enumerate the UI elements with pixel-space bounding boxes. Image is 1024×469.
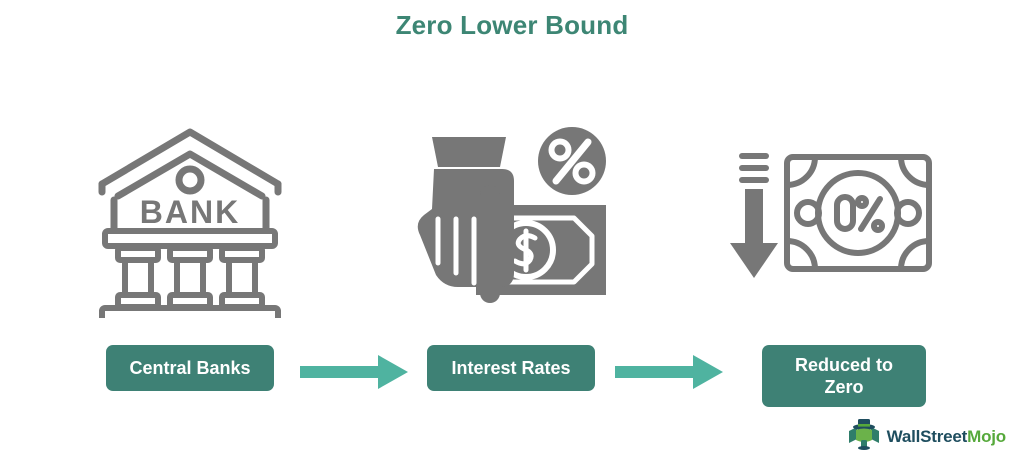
- logo-text-mojo: Mojo: [967, 426, 1006, 446]
- percent-badge-icon: [538, 126, 606, 195]
- step-label-reduced-to-zero: Reduced to Zero: [762, 345, 926, 407]
- flow-connector-arrow-1: [300, 355, 410, 389]
- bank-building-icon: BANK: [75, 110, 305, 325]
- zero-percent-note-icon: [784, 153, 932, 272]
- down-arrow-with-zero-percent-banknote-icon: [715, 110, 945, 325]
- logo-text: WallStreetMojo: [886, 426, 1007, 447]
- svg-text:BANK: BANK: [140, 194, 240, 230]
- flow-step-central-banks: BANK: [75, 110, 305, 340]
- page-title: Zero Lower Bound: [395, 10, 629, 40]
- diagram-flow: BANK: [0, 110, 1024, 389]
- mojo-mascot-icon: [847, 418, 881, 455]
- step-label-interest-rates: Interest Rates: [427, 345, 595, 391]
- zero-percent-text-icon: [834, 193, 885, 233]
- flow-step-reduced-to-zero: [715, 110, 945, 340]
- arrow-down-icon: [730, 188, 778, 278]
- flow-step-interest-rates: [397, 110, 627, 340]
- flow-connector-arrow-2: [615, 355, 725, 389]
- hand-holding-money-with-percent-icon: [397, 110, 627, 325]
- logo-text-wallstreet: WallStreet: [886, 426, 968, 446]
- wallstreetmojo-logo: WallStreetMojo: [847, 418, 1006, 455]
- motion-dashes-icon: [739, 152, 769, 183]
- step-label-central-banks: Central Banks: [106, 345, 274, 391]
